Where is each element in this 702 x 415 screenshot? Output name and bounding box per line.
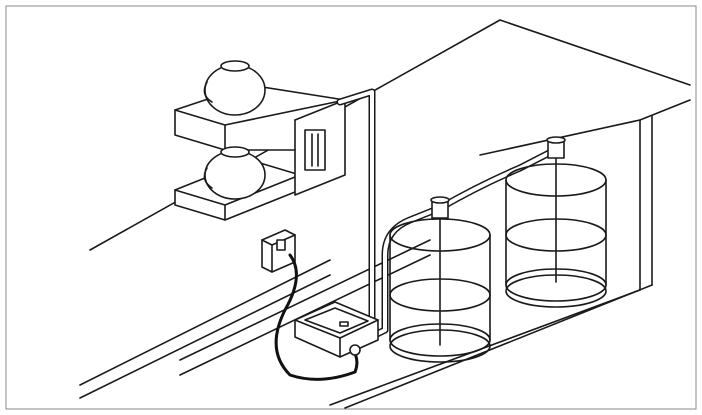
coffee-brewer — [174, 60, 346, 221]
coffee-pot-top — [203, 60, 266, 116]
power-cord — [274, 253, 359, 381]
coffee-pot-bottom — [203, 146, 266, 200]
control-box — [294, 301, 379, 358]
filter-cartridge-1 — [389, 196, 491, 363]
brewer-window — [304, 129, 326, 171]
filter-cartridge-2 — [505, 136, 607, 308]
